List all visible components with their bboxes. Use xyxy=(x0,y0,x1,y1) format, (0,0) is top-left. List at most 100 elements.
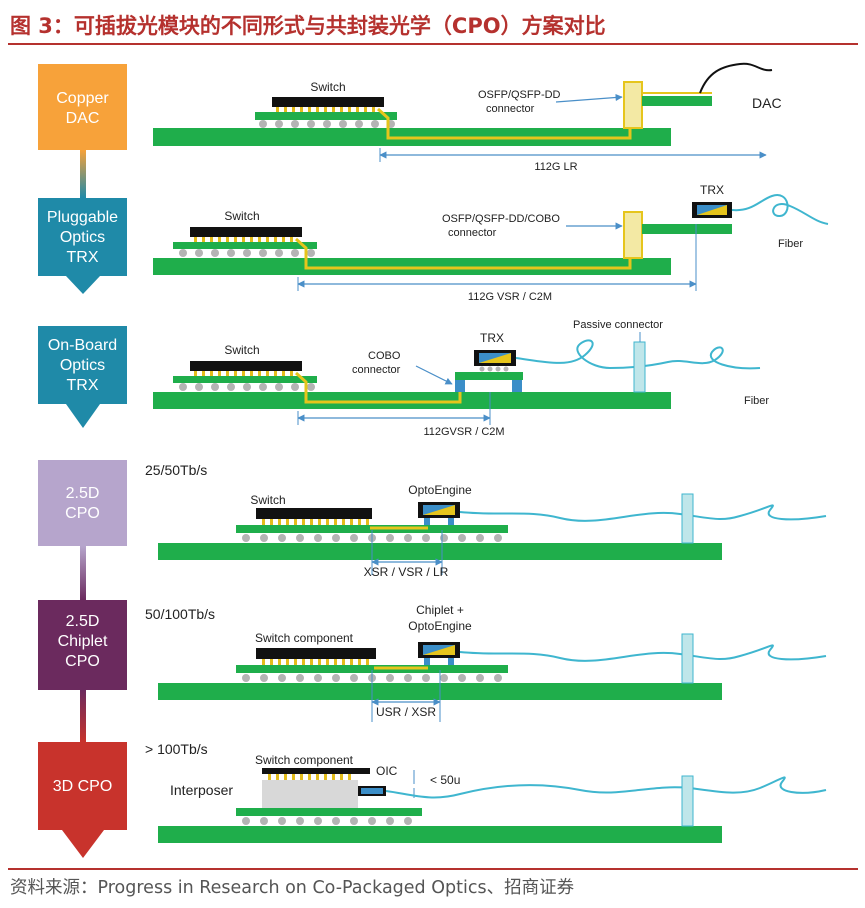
fiber-connector xyxy=(681,493,694,544)
svg-text:Chiplet: Chiplet xyxy=(58,633,108,650)
svg-text:CPO: CPO xyxy=(65,653,100,670)
span-label: 112GVSR / C2M xyxy=(423,426,504,438)
passive-connector-label: Passive connector xyxy=(573,319,663,331)
switch-chip xyxy=(190,361,302,371)
bumps xyxy=(262,659,369,665)
opto-engine-label: OptoEngine xyxy=(408,483,472,497)
solder-balls xyxy=(179,249,315,257)
fiber-connector xyxy=(681,633,694,684)
bumps xyxy=(194,237,293,242)
optical-fiber xyxy=(385,776,827,799)
switch-chip xyxy=(190,227,302,237)
svg-text:2.5D: 2.5D xyxy=(66,613,100,630)
cobo-card xyxy=(455,372,523,380)
connector-label: connector xyxy=(448,227,497,239)
optical-fiber xyxy=(459,644,827,662)
solder-balls xyxy=(242,817,412,825)
row-on-board-optics: Switch TRX Passive connector Fiber COBO … xyxy=(153,319,769,438)
svg-text:2.5D: 2.5D xyxy=(66,485,100,502)
svg-text:CPO: CPO xyxy=(65,505,100,522)
fiber-connector xyxy=(681,775,694,827)
switch-label: Switch xyxy=(224,343,259,357)
dac-card xyxy=(642,96,712,106)
opto-engine-label: Chiplet + xyxy=(416,603,464,617)
stage-column: Copper DAC Pluggable Optics TRX On-Board… xyxy=(38,64,127,858)
opto-engine-label: OptoEngine xyxy=(408,619,472,633)
main-board xyxy=(158,543,722,560)
connector-label: connector xyxy=(352,364,401,376)
switch-label: Switch xyxy=(224,209,259,223)
interposer-label: Interposer xyxy=(170,782,233,798)
package-substrate xyxy=(236,665,508,673)
svg-text:Optics: Optics xyxy=(60,229,105,246)
trx-label: TRX xyxy=(700,183,724,197)
bandwidth-label: > 100Tb/s xyxy=(145,741,208,757)
svg-text:DAC: DAC xyxy=(66,110,100,127)
stage-block-3d-cpo: 3D CPO xyxy=(38,742,127,830)
svg-text:On-Board: On-Board xyxy=(48,337,117,354)
bumps xyxy=(268,774,351,780)
switch-chip xyxy=(272,97,384,107)
row-copper-dac: Switch DAC OSFP/QSFP-DD connector 112G L… xyxy=(153,62,782,173)
row-3d-cpo: > 100Tb/s Switch component Interposer OI… xyxy=(145,741,827,843)
module-card xyxy=(642,224,732,234)
stage-block-copper-dac: Copper DAC xyxy=(38,64,127,150)
footer-rule xyxy=(8,868,858,870)
dac-label: DAC xyxy=(752,95,782,111)
switch-label: Switch xyxy=(250,493,285,507)
stage-block-2-5d-cpo: 2.5D CPO xyxy=(38,460,127,546)
switch-chip xyxy=(262,768,370,774)
stage-arrow xyxy=(62,830,104,858)
span-label: 112G VSR / C2M xyxy=(468,291,552,303)
row-pluggable-optics: Switch TRX Fiber OSFP/QSFP-DD/COBO conne… xyxy=(153,183,829,303)
connector-label: OSFP/QSFP-DD/COBO xyxy=(442,213,560,225)
solder-balls xyxy=(242,534,502,542)
switch-chip xyxy=(256,648,376,659)
package-substrate xyxy=(173,242,317,249)
optical-fiber xyxy=(731,194,829,225)
svg-text:TRX: TRX xyxy=(67,377,99,394)
switch-label: Switch xyxy=(310,80,345,94)
switch-label: Switch component xyxy=(255,753,354,767)
package-substrate xyxy=(173,376,317,383)
stage-block-2-5d-chiplet-cpo: 2.5D Chiplet CPO xyxy=(38,600,127,690)
bumps xyxy=(276,107,375,112)
switch-label: Switch component xyxy=(255,631,354,645)
span-label: XSR / VSR / LR xyxy=(364,565,449,579)
span-label: USR / XSR xyxy=(376,705,436,719)
oic-label: OIC xyxy=(376,764,398,778)
row-2-5d-cpo: 25/50Tb/s Switch OptoEngine XSR / VSR / … xyxy=(145,462,827,579)
row-2-5d-chiplet-cpo: 50/100Tb/s Switch component Chiplet + Op… xyxy=(145,603,827,722)
passive-connector xyxy=(633,341,646,393)
solder-balls xyxy=(259,120,395,128)
solder-balls xyxy=(242,674,502,682)
svg-text:3D CPO: 3D CPO xyxy=(53,778,113,795)
bandwidth-label: 50/100Tb/s xyxy=(145,606,215,622)
pluggable-connector xyxy=(623,211,643,259)
switch-chip xyxy=(256,508,372,519)
svg-text:TRX: TRX xyxy=(67,249,99,266)
figure-title: 图 3：可插拔光模块的不同形式与共封装光学（CPO）方案对比 xyxy=(10,14,606,38)
stage-arrow xyxy=(66,276,100,294)
bandwidth-label: 25/50Tb/s xyxy=(145,462,207,478)
connector-label: COBO xyxy=(368,350,401,362)
fiber-label: Fiber xyxy=(778,238,803,250)
stage-block-on-board-optics: On-Board Optics TRX xyxy=(38,326,127,404)
connector-label: OSFP/QSFP-DD xyxy=(478,89,561,101)
svg-text:Pluggable: Pluggable xyxy=(47,209,118,226)
optical-fiber xyxy=(459,504,827,522)
stage-block-pluggable-optics: Pluggable Optics TRX xyxy=(38,198,127,276)
fiber-label: Fiber xyxy=(744,395,769,407)
cobo-connector xyxy=(455,380,465,392)
svg-text:Copper: Copper xyxy=(56,90,109,107)
bumps xyxy=(262,519,369,525)
title-rule xyxy=(8,43,858,45)
source-note: 资料来源：Progress in Research on Co-Packaged… xyxy=(10,878,575,898)
main-board xyxy=(158,826,722,843)
bumps xyxy=(194,371,293,376)
span-label: 112G LR xyxy=(534,161,577,173)
pluggable-connector xyxy=(623,81,643,129)
package-substrate xyxy=(255,112,397,120)
gap-label: < 50u xyxy=(430,773,460,787)
